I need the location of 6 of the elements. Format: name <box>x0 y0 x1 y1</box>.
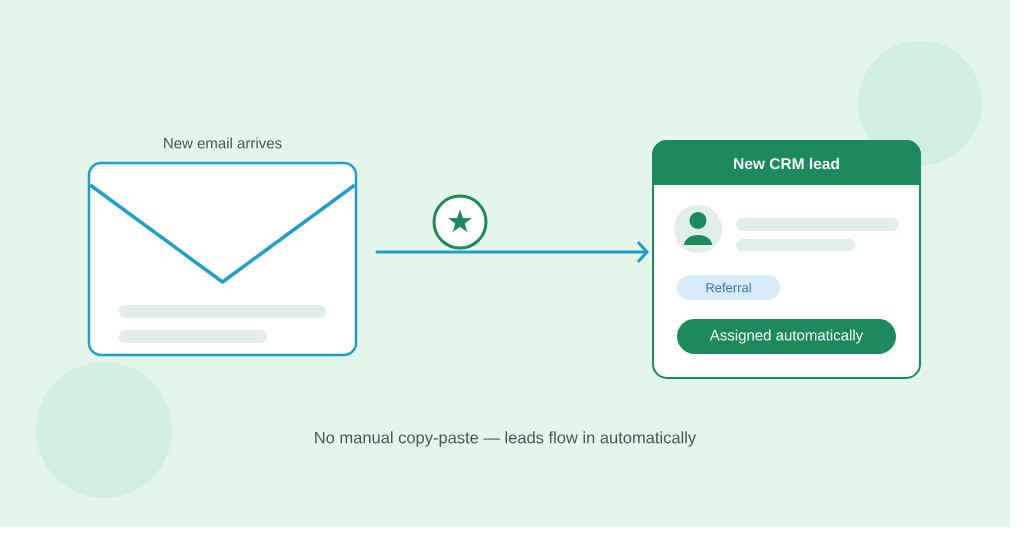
card-header: New CRM lead <box>652 140 921 185</box>
tag: Referral <box>677 275 780 300</box>
heading: New email arrives <box>164 137 282 149</box>
arrow <box>375 241 649 263</box>
caption: No manual copy-paste — leads flow in automatically <box>315 431 697 447</box>
status-pill: Assigned automatically <box>677 319 896 354</box>
